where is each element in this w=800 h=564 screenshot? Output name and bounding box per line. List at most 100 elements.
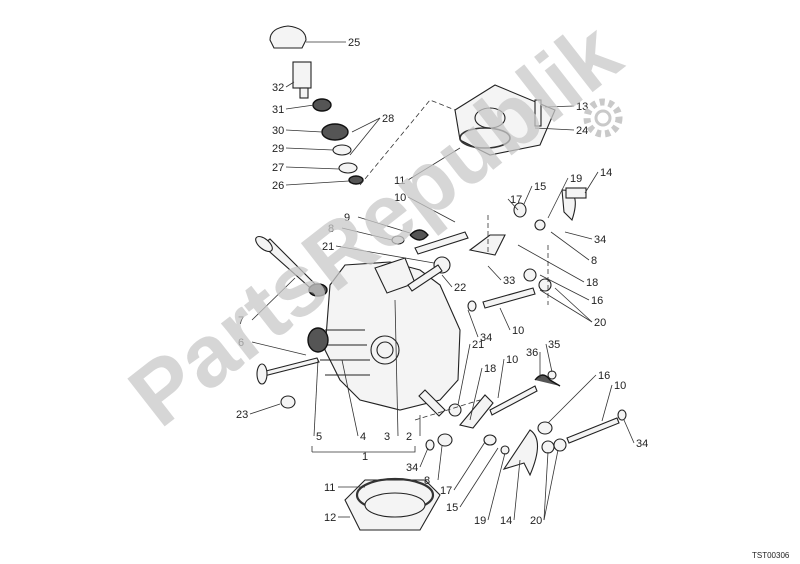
callout-label: 15 <box>446 502 458 514</box>
leader-line <box>441 274 453 288</box>
callout-label: 25 <box>348 37 360 49</box>
callout-label: 6 <box>238 337 244 349</box>
leader-line <box>251 341 307 356</box>
callout-label: 24 <box>576 125 588 137</box>
callout-label: 10 <box>614 380 626 392</box>
leader-line <box>341 227 393 241</box>
leader-line <box>459 447 499 508</box>
rocker-parts <box>391 187 627 477</box>
leader-line <box>407 147 461 181</box>
callout-label: 22 <box>454 282 466 294</box>
gear-logo <box>583 98 623 138</box>
leader-line <box>544 105 575 108</box>
callout-label: 3 <box>384 431 390 443</box>
callout-label: 5 <box>316 431 322 443</box>
callout-label: 29 <box>272 143 284 155</box>
leader-line <box>487 265 502 281</box>
leader-line <box>341 359 359 437</box>
callout-label: 12 <box>324 512 336 524</box>
callout-label: 16 <box>598 370 610 382</box>
leader-line <box>584 171 599 194</box>
leader-line <box>469 367 483 421</box>
callout-label: 8 <box>424 475 430 487</box>
callout-label: 34 <box>594 234 606 246</box>
leader-line <box>419 447 429 468</box>
callout-label: 2 <box>406 431 412 443</box>
callout-label: 10 <box>506 354 518 366</box>
callout-label: 17 <box>510 194 522 206</box>
callout-label: 9 <box>344 212 350 224</box>
callout-label: 34 <box>636 438 648 450</box>
leader-line <box>349 117 381 156</box>
leader-line <box>517 244 585 283</box>
leader-line <box>437 445 443 481</box>
callout-label: 23 <box>236 409 248 421</box>
callout-label: 7 <box>238 315 244 327</box>
leader-line <box>499 307 511 331</box>
callout-label: 35 <box>548 339 560 351</box>
leader-line <box>285 104 315 110</box>
intake-flange <box>344 477 441 531</box>
cylinder-head <box>320 257 461 411</box>
leader-line <box>623 419 635 444</box>
callout-label: 14 <box>600 167 612 179</box>
leader-line <box>357 216 411 234</box>
callout-label: 11 <box>324 482 335 494</box>
leader-line <box>601 384 613 422</box>
leader-line <box>467 309 479 338</box>
leader-line <box>554 287 593 323</box>
leader-line <box>564 231 593 240</box>
callout-label: 10 <box>394 192 406 204</box>
leader-lines <box>249 41 635 521</box>
leader-line <box>457 343 471 406</box>
leader-line <box>285 129 323 133</box>
bracket-1 <box>311 446 416 453</box>
leader-line <box>497 358 505 399</box>
callout-label: 4 <box>360 431 366 443</box>
callout-label: 21 <box>472 339 484 351</box>
valve-parts <box>255 235 329 409</box>
callout-label: 8 <box>591 255 597 267</box>
callout-label: 13 <box>576 101 588 113</box>
leader-line <box>251 277 296 321</box>
assembly-line <box>359 99 456 186</box>
callout-label: 1 <box>362 451 368 463</box>
callout-label: 16 <box>591 295 603 307</box>
callout-label: 14 <box>500 515 512 527</box>
leader-line <box>285 81 295 88</box>
callout-label: 34 <box>480 332 492 344</box>
callout-label: 32 <box>272 82 284 94</box>
callout-label: 20 <box>594 317 606 329</box>
leader-line <box>407 196 456 223</box>
leader-line <box>547 374 597 424</box>
callout-label: 26 <box>272 180 284 192</box>
leader-line <box>335 245 435 264</box>
leader-line <box>543 451 549 521</box>
callout-label: 15 <box>534 181 546 193</box>
callout-label: 10 <box>512 325 524 337</box>
leader-line <box>513 459 521 521</box>
callout-label: 17 <box>440 485 452 497</box>
leader-line <box>487 452 506 521</box>
leader-line <box>285 147 334 151</box>
drawing-code: TST00306 <box>752 551 790 560</box>
callout-label: 19 <box>570 173 582 185</box>
callout-label: 36 <box>526 347 538 359</box>
leader-line <box>539 274 590 301</box>
callout-label: 21 <box>322 241 334 253</box>
leader-line <box>550 231 590 261</box>
callout-label: 8 <box>328 223 334 235</box>
leader-line <box>507 198 519 211</box>
callout-label: 27 <box>272 162 284 174</box>
leader-line <box>285 180 350 186</box>
leader-line <box>539 289 593 323</box>
leader-line <box>313 359 319 437</box>
callout-label: 19 <box>474 515 486 527</box>
leader-line <box>285 166 340 170</box>
callout-label: 11 <box>394 175 405 187</box>
callout-label: 33 <box>503 275 515 287</box>
leader-line <box>453 441 486 491</box>
